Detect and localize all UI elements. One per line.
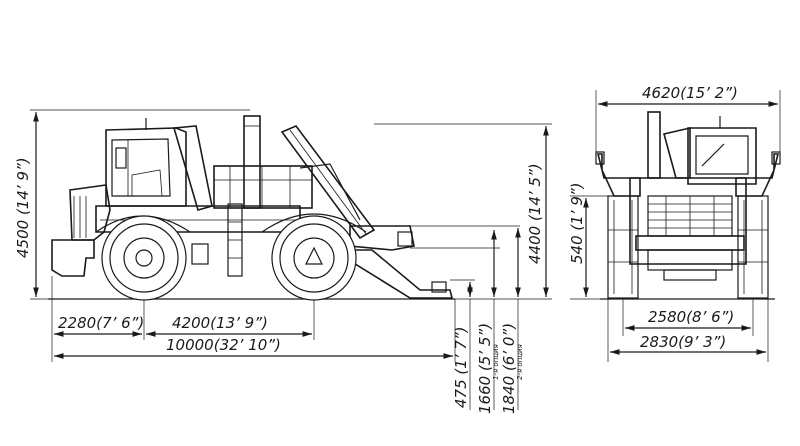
- option-1-label: 1-я опция: [492, 344, 500, 380]
- front-view-dimension-lines: [583, 101, 778, 355]
- side-view-extension-lines: [30, 109, 552, 362]
- overall-tire-width-label: 2830(9’ 3”): [640, 333, 726, 351]
- dim-1660-label: 1660 (5’ 5”): [476, 323, 494, 414]
- total-width-label: 4620(15’ 2”): [642, 84, 738, 102]
- track-width-label: 2580(8’ 6”): [648, 308, 734, 326]
- option-2-label: 2-я опция: [516, 344, 524, 380]
- front-view-vehicle: [595, 111, 781, 300]
- ground-clearance-label: 540 (1’ 9”): [568, 183, 586, 265]
- dim-475-label: 475 (1’ 7”): [452, 327, 470, 409]
- dim-1840-label: 1840 (6’ 0”): [500, 323, 518, 414]
- front-view-extension-lines: [570, 90, 781, 362]
- total-length-label: 10000(32’ 10”): [166, 336, 281, 354]
- side-view-vehicle: [48, 115, 455, 301]
- side-view-dimension-lines: [33, 112, 549, 410]
- front-overhang-label: 2280(7’ 6”): [58, 314, 144, 332]
- wheelbase-label: 4200(13’ 9”): [172, 314, 268, 332]
- platform-height-label: 4400 (14’ 5”): [526, 163, 544, 264]
- total-height-label: 4500 (14’ 9”): [14, 157, 32, 258]
